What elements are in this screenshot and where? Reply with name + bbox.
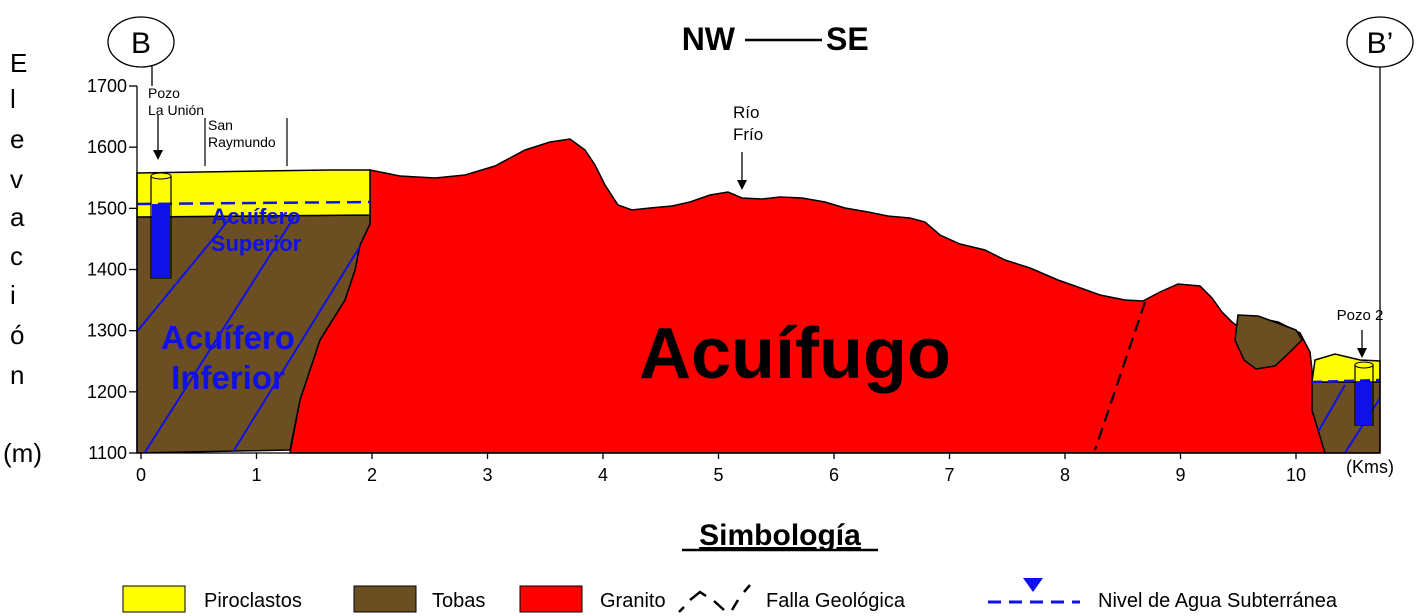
legend-swatch-falla	[678, 584, 751, 613]
granito-unit	[289, 138, 1327, 454]
direction-nw: NW	[682, 21, 736, 57]
well-la-union	[150, 172, 172, 279]
well1label-line: La Unión	[148, 102, 204, 118]
x-tick-label: 9	[1175, 465, 1185, 485]
marker-b-prime: B’	[1367, 27, 1394, 60]
legend-swatch-granito	[519, 585, 583, 613]
y-axis-title-letter: v	[10, 164, 23, 194]
x-tick-label: 0	[136, 465, 146, 485]
legend-swatch-piroclastos	[122, 585, 186, 613]
geologic-fault	[1093, 301, 1147, 451]
x-tick-label: 2	[367, 465, 377, 485]
river-arrowhead	[737, 180, 747, 190]
aquiclude-label: Acuífugo	[639, 314, 951, 394]
water-table-line-west	[136, 200, 371, 206]
riverlabel-line: Río	[733, 103, 759, 122]
well1label-line: Pozo	[148, 85, 180, 101]
y-tick-label: 1400	[87, 260, 127, 280]
well-1-arrowhead	[153, 150, 163, 160]
well-2-label: Pozo 2	[1337, 307, 1384, 324]
y-ticks: 1100 1200 1300 1400 1500 1600 1700	[87, 76, 137, 463]
townlabel-line: San	[208, 117, 233, 133]
y-axis-unit: (m)	[3, 438, 42, 468]
well-pozo-2	[1354, 361, 1374, 426]
x-axis-unit: (Kms)	[1346, 457, 1394, 477]
tobas-unit-west	[136, 214, 371, 454]
marker-b-circle	[107, 16, 175, 68]
y-axis-title-letter: E	[10, 48, 27, 78]
riverlabel-line: Frío	[733, 125, 763, 144]
upperaq-line: Superior	[211, 231, 302, 256]
marker-b: B	[131, 27, 151, 60]
legend-title: Simbología	[699, 519, 861, 552]
x-tick-label: 7	[944, 465, 954, 485]
y-axis-title-letter: n	[10, 360, 24, 390]
y-axis-title-letter: a	[10, 202, 25, 232]
legend-label-tobas: Tobas	[432, 590, 485, 612]
y-tick-label: 1600	[87, 137, 127, 157]
aquifer-lines-west	[137, 215, 370, 453]
y-axis-title-letter: i	[10, 280, 16, 310]
x-ticks: 0 1 2 3 4 5 6 7 8 9 10	[136, 453, 1306, 485]
y-axis-title-letter: l	[10, 84, 16, 114]
y-tick-label: 1500	[87, 198, 127, 218]
tobas-unit-lens	[1234, 314, 1303, 370]
water-table-line-east	[1311, 378, 1381, 384]
x-tick-label: 3	[482, 465, 492, 485]
x-tick-label: 6	[829, 465, 839, 485]
upperaq-line: Acuífero	[211, 204, 300, 229]
y-axis-title-letter: c	[10, 241, 23, 271]
x-tick-label: 10	[1286, 465, 1306, 485]
y-tick-label: 1200	[87, 382, 127, 402]
y-axis-title-letter: e	[10, 124, 24, 154]
x-tick-label: 8	[1060, 465, 1070, 485]
marker-b-prime-circle	[1346, 16, 1414, 68]
y-tick-label: 1300	[87, 321, 127, 341]
loweraq-line: Acuífero	[161, 319, 295, 356]
legend-label-falla: Falla Geológica	[766, 590, 906, 612]
x-tick-label: 4	[598, 465, 608, 485]
y-tick-label: 1700	[87, 76, 127, 96]
y-axis-title-letter: ó	[10, 320, 24, 350]
well-2-arrowhead	[1357, 348, 1367, 358]
direction-se: SE	[826, 21, 869, 57]
x-tick-label: 1	[251, 465, 261, 485]
legend-swatch-tobas	[353, 585, 417, 613]
water-level-triangle-icon	[1023, 578, 1043, 592]
legend-label-piroclastos: Piroclastos	[204, 590, 302, 612]
loweraq-line: Inferior	[171, 359, 285, 396]
legend-label-nivel: Nivel de Agua Subterránea	[1098, 590, 1338, 612]
legend-label-granito: Granito	[600, 590, 666, 612]
x-tick-label: 5	[713, 465, 723, 485]
townlabel-line: Raymundo	[208, 134, 276, 150]
y-tick-label: 1100	[88, 443, 127, 463]
